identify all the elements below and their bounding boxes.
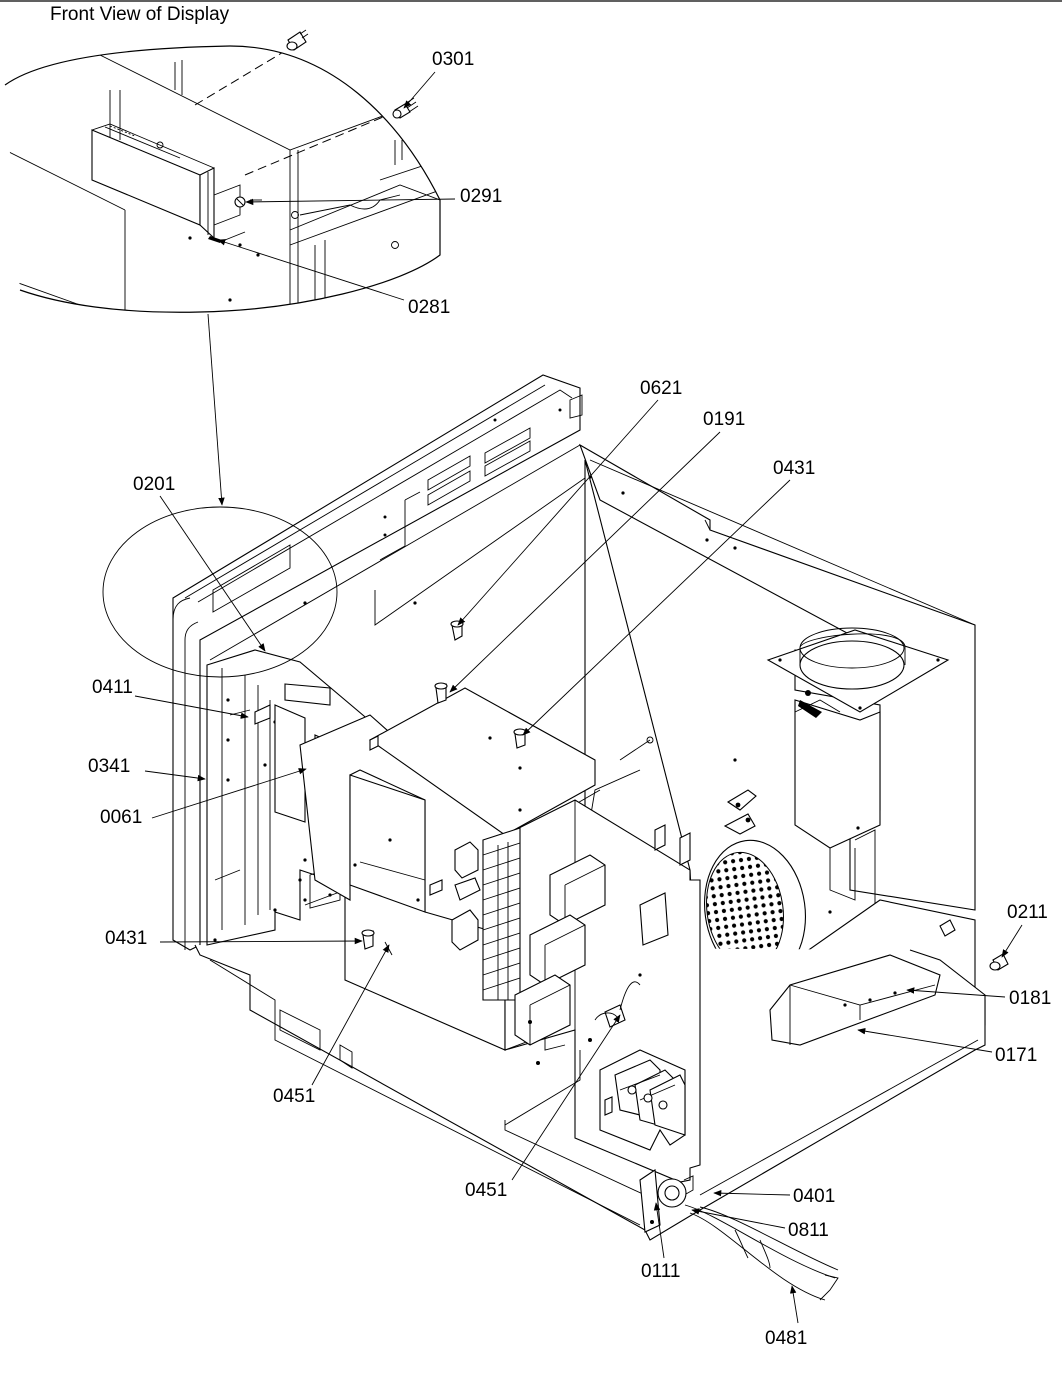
callout-0451-left: 0451: [273, 1086, 315, 1107]
screw-0191-icon: [434, 682, 448, 704]
callout-0431-top: 0431: [773, 458, 815, 479]
callout-0411: 0411: [92, 677, 133, 698]
microwave-chassis: [172, 374, 986, 1301]
callout-0301: 0301: [432, 49, 474, 70]
callout-0171: 0171: [995, 1045, 1037, 1066]
callout-0481: 0481: [765, 1328, 807, 1349]
callout-0341: 0341: [88, 756, 130, 777]
top-screw-icon: [286, 29, 309, 51]
callout-0191: 0191: [703, 409, 745, 430]
callout-0811: 0811: [788, 1220, 829, 1241]
callout-0281: 0281: [408, 297, 450, 318]
screw-0211-icon: [939, 919, 1009, 971]
callout-0201: 0201: [133, 474, 175, 495]
terminal-strip-icon: [482, 827, 521, 1001]
callout-circle-0201: [102, 506, 338, 678]
callout-0111: 0111: [641, 1261, 680, 1282]
callout-0401: 0401: [793, 1186, 835, 1207]
screw-0431-left-icon: [361, 929, 375, 950]
callout-0451-bottom: 0451: [465, 1180, 507, 1201]
detail-boundary: [4, 45, 441, 313]
screw-0301-icon: [392, 97, 419, 119]
diagram-title: Front View of Display: [50, 4, 230, 25]
callout-0211: 0211: [1007, 902, 1048, 923]
cord-bushing-icon: [639, 1169, 694, 1233]
callout-0061: 0061: [100, 807, 142, 828]
screw-0621-icon: [450, 619, 464, 641]
callout-0621: 0621: [640, 378, 682, 399]
callout-0291: 0291: [460, 186, 502, 207]
callout-leaders: [102, 71, 1023, 1324]
detail-view: [4, 29, 441, 313]
callout-0431-left: 0431: [105, 928, 147, 949]
detail-pointer-arrow: [207, 313, 225, 506]
callout-0181: 0181: [1009, 988, 1051, 1009]
